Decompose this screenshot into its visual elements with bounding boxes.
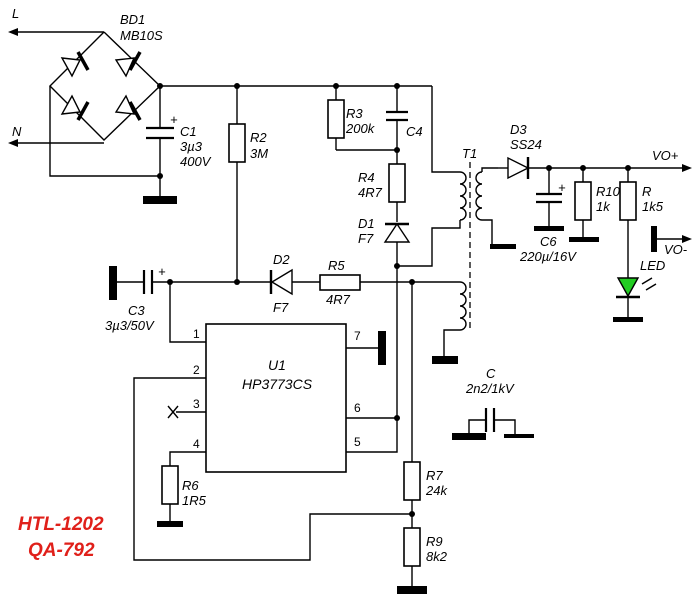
d3-ref: D3 [510,122,527,137]
c1-voltage: 400V [180,154,212,169]
r6-value: 1R5 [182,493,207,508]
resistor-r6 [161,465,179,505]
r9-ref: R9 [426,534,443,549]
vo-minus-label: VO- [664,242,688,257]
bd1-value: MB10S [120,28,163,43]
resistor-r7 [403,461,421,501]
resistor-r4 [388,163,406,203]
input-l-arrow [8,28,18,36]
d1-ref: D1 [358,216,375,231]
r10-value: 1k [596,199,611,214]
vo-plus-label: VO+ [652,148,679,163]
r6-ref: R6 [182,478,199,493]
c6-ref: C6 [540,234,557,249]
ground-aux [432,356,458,364]
d3-value: SS24 [510,137,542,152]
resistor-r2: R2 3M [228,83,268,285]
u1-pin-7: 7 [354,329,361,343]
c4-ref: C4 [406,124,423,139]
output-rectifier-d3: D3 SS24 VO+ [498,122,692,180]
u1-pin-6: 6 [354,401,361,415]
input-n-arrow [8,139,18,147]
c-ref: C [486,366,496,381]
r3-value: 200k [345,121,376,136]
note-htl-1202: HTL-1202 [18,514,104,535]
u1-ref: U1 [268,357,286,373]
u1-part: HP3773CS [242,376,313,392]
led-indicator [616,277,640,298]
u1-pin-4: 4 [193,437,200,451]
output-negative: VO- [651,226,692,257]
resistor-r9 [403,527,421,567]
feedback-divider: R7 24k R9 8k2 [397,282,448,594]
c1-value: 3µ3 [180,139,203,154]
c1-plus: + [170,112,178,127]
c1-ref: C1 [180,124,197,139]
resistor-r3 [327,99,345,139]
resistor-r-led: R 1k5 LED [613,165,665,322]
diode-d2 [270,268,293,296]
c6-value: 220µ/16V [519,249,577,264]
capacitor-c6: + C6 220µ/16V [519,165,577,264]
r2-value: 3M [250,146,268,161]
resistor-r5 [319,274,361,291]
ic-u1: U1 HP3773CS 1 2 3 4 R6 1R5 7 6 5 [133,266,412,561]
u1-pin-2: 2 [193,363,200,377]
r-ref: R [642,184,651,199]
r9-value: 8k2 [426,549,448,564]
input-l-label: L [12,6,19,21]
led-ref: LED [640,258,665,273]
bridge-diode-1 [60,51,90,78]
snubber-network: R3 200k C4 R4 4R7 D1 F7 [327,83,423,269]
c3-value: 3µ3/50V [105,318,155,333]
r10-ref: R10 [596,184,621,199]
r7-value: 24k [425,483,448,498]
vcc-rail: + C3 3µ3/50V D2 F7 R5 4R7 [105,252,460,333]
c3-plus: + [158,264,166,279]
r5-ref: R5 [328,258,345,273]
r3-ref: R3 [346,106,363,121]
u1-pin-1: 1 [193,327,200,341]
bridge-diode-4 [114,94,142,121]
r4-value: 4R7 [358,185,383,200]
c-value: 2n2/1kV [465,381,515,396]
d1-value: F7 [358,231,374,246]
capacitor-c: C 2n2/1kV [452,366,534,440]
bd1-ref: BD1 [120,12,145,27]
capacitor-c1: + C1 3µ3 400V [146,83,212,176]
note-qa-792: QA-792 [28,540,95,561]
bridge-diode-2 [114,51,142,78]
resistor-r10: R10 1k [569,165,621,242]
r-value: 1k5 [642,199,664,214]
bridge-rectifier-bd1: BD1 MB10S [49,12,163,141]
c3-ref: C3 [128,303,145,318]
c6-plus: + [558,180,566,195]
r5-value: 4R7 [326,292,351,307]
d2-ref: D2 [273,252,290,267]
input-n-label: N [12,124,22,139]
u1-pin-5: 5 [354,435,361,449]
t1-ref: T1 [462,146,477,161]
ground-c1 [143,196,177,204]
diode-d1 [383,222,411,243]
vo-plus-arrow [682,164,692,172]
transformer-t1: T1 [397,86,516,364]
r2-ref: R2 [250,130,267,145]
r4-ref: R4 [358,170,375,185]
d2-value: F7 [273,300,289,315]
u1-pin-3: 3 [193,397,200,411]
ground-secondary [490,244,516,249]
mains-inputs: L N [8,6,104,147]
bridge-diode-3 [60,94,90,121]
r7-ref: R7 [426,468,443,483]
